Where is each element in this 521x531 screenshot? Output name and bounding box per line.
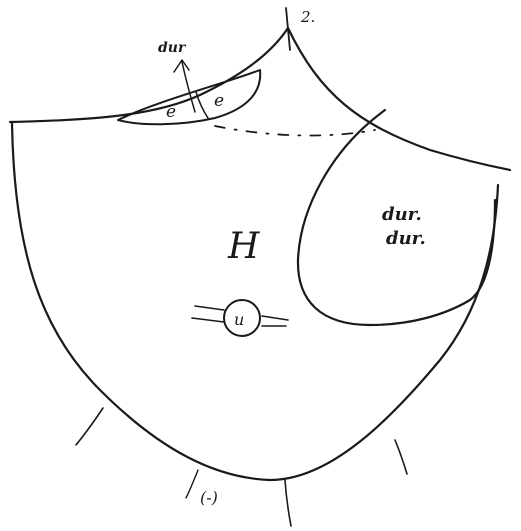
lower-bowl (12, 122, 498, 480)
lens-arrow-head (174, 60, 189, 72)
big-region-label: H (227, 226, 260, 267)
lens-label-right: e (214, 91, 224, 111)
tick-lower-left (76, 408, 103, 445)
right-region-label-1: dur. (382, 204, 422, 225)
right-region-label-2: dur. (386, 228, 426, 249)
tick-lower-right (395, 440, 407, 474)
pipe-center-label: u (234, 310, 244, 329)
small-lens-region (118, 70, 260, 124)
bottom-mark-label: (-) (200, 488, 218, 507)
arrow-note-label: dur (158, 40, 187, 56)
upper-right-edge (288, 28, 510, 170)
lens-label-left: e (166, 102, 176, 122)
tick-bottom-left (186, 470, 198, 498)
top-mark-label: 2. (300, 8, 315, 26)
lens-divider (196, 92, 208, 118)
dashed-boundary (215, 126, 375, 136)
tick-bottom (285, 480, 291, 526)
